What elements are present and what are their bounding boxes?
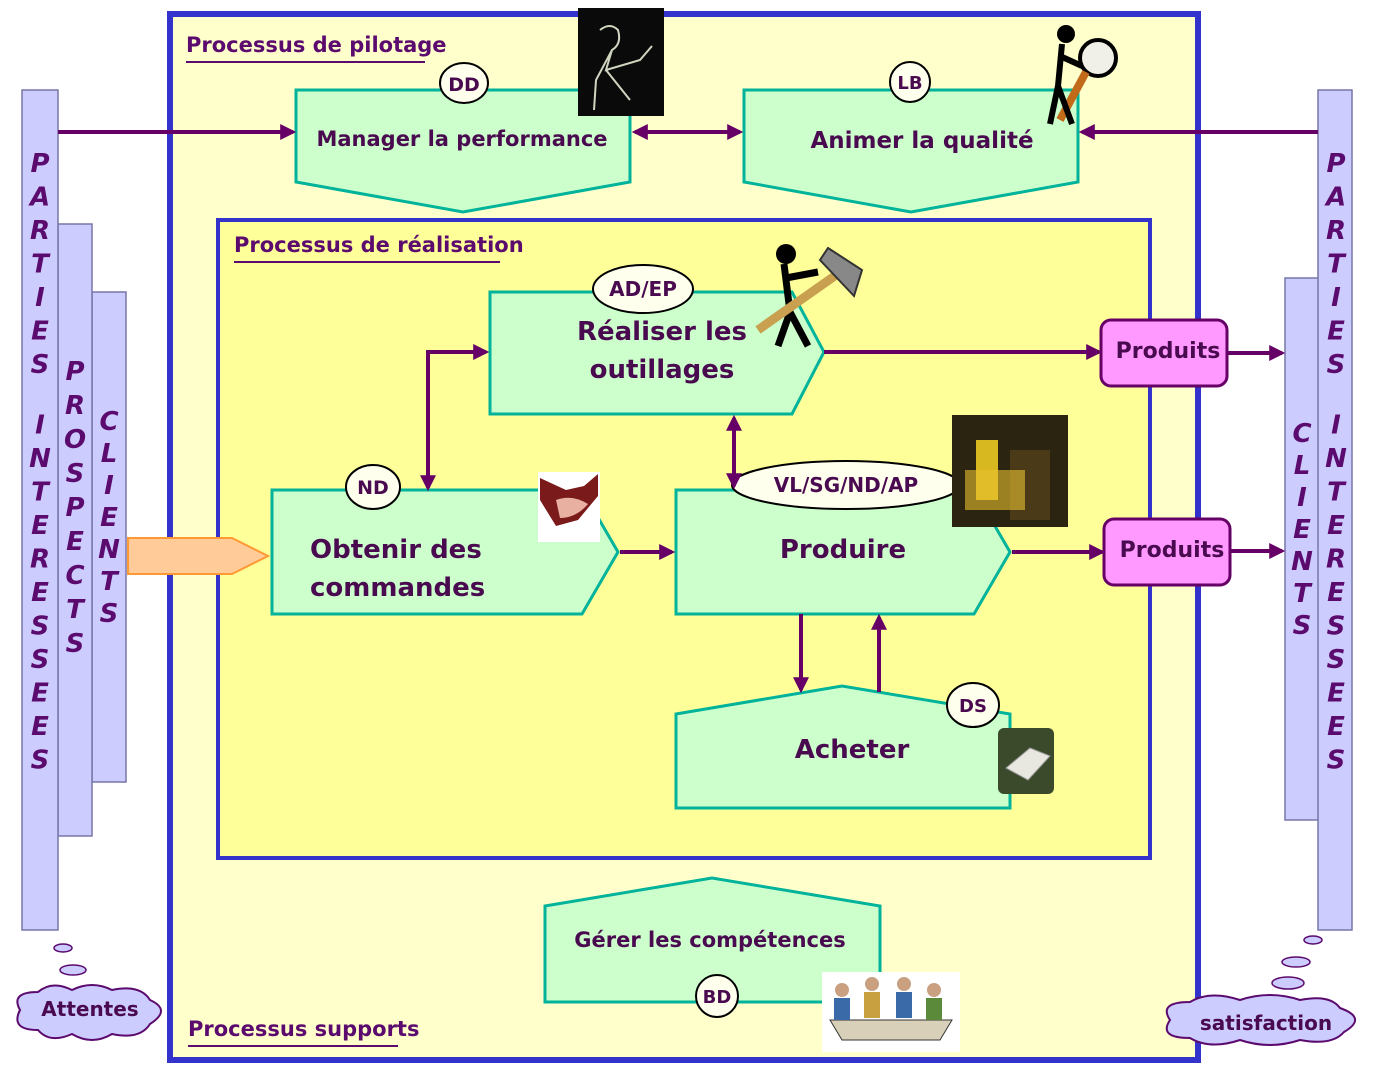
factory-image bbox=[952, 415, 1068, 527]
right-bubble-dot-2 bbox=[1281, 956, 1311, 968]
attentes-label: Attentes bbox=[41, 997, 138, 1021]
right-bubble-dot-3 bbox=[1271, 976, 1305, 990]
obtenir-shape bbox=[270, 488, 620, 616]
input-arrow bbox=[127, 537, 271, 575]
realiser-shape bbox=[488, 290, 826, 416]
produire-label: Produire bbox=[780, 535, 906, 565]
left-prospects-column bbox=[57, 223, 93, 837]
acheter-owner: DS bbox=[959, 696, 987, 717]
left-clients-column bbox=[91, 291, 127, 783]
left-bubble-dot-1 bbox=[53, 943, 73, 953]
pilot-image bbox=[578, 8, 664, 116]
attentes-cloud bbox=[16, 984, 162, 1041]
satisfaction-label: satisfaction bbox=[1200, 1011, 1332, 1035]
supports-title: Processus supports bbox=[188, 1017, 419, 1041]
satisfaction-cloud bbox=[1165, 994, 1356, 1046]
obtenir-owner-badge bbox=[345, 464, 401, 510]
obtenir-owner: ND bbox=[357, 477, 389, 499]
realiser-line1: Réaliser les bbox=[577, 317, 747, 347]
manager-owner: DD bbox=[448, 74, 480, 96]
animer-owner-badge bbox=[889, 61, 931, 103]
hammer-man-image bbox=[755, 244, 864, 348]
animer-label: Animer la qualité bbox=[810, 128, 1033, 154]
right-clients-column bbox=[1284, 277, 1320, 821]
realiser-owner-badge bbox=[592, 264, 694, 314]
left-parties-column bbox=[21, 89, 59, 931]
obtenir-line1: Obtenir des bbox=[310, 535, 482, 565]
arrow-obtenir-realiser bbox=[420, 344, 490, 492]
produits-bottom-label: Produits bbox=[1120, 538, 1225, 563]
realiser-owner: AD/EP bbox=[609, 277, 677, 301]
realiser-line2: outillages bbox=[590, 355, 735, 385]
gerer-owner: BD bbox=[703, 987, 732, 1008]
gerer-owner-badge bbox=[695, 974, 739, 1018]
obtenir-line2: commandes bbox=[310, 573, 485, 603]
acheter-label: Acheter bbox=[795, 735, 910, 765]
produits-top-label: Produits bbox=[1116, 339, 1221, 364]
realisation-title: Processus de réalisation bbox=[234, 233, 524, 257]
left-bubble-dot-2 bbox=[59, 964, 87, 976]
pilotage-title: Processus de pilotage bbox=[186, 33, 447, 57]
manager-label: Manager la performance bbox=[316, 127, 607, 151]
manager-owner-badge bbox=[439, 62, 489, 104]
magnifier-man-image bbox=[1047, 25, 1118, 126]
ingot-image bbox=[998, 728, 1054, 794]
animer-shape bbox=[742, 88, 1080, 214]
manager-shape bbox=[294, 88, 632, 214]
meeting-image bbox=[822, 972, 960, 1052]
gerer-shape bbox=[543, 876, 882, 1004]
animer-owner: LB bbox=[897, 73, 922, 94]
gerer-label: Gérer les compétences bbox=[574, 928, 845, 952]
acheter-owner-badge bbox=[946, 682, 1000, 728]
produire-owner: VL/SG/ND/AP bbox=[774, 473, 918, 497]
right-bubble-dot-1 bbox=[1303, 935, 1323, 945]
right-parties-column bbox=[1317, 89, 1353, 931]
handshake-image bbox=[538, 472, 600, 542]
